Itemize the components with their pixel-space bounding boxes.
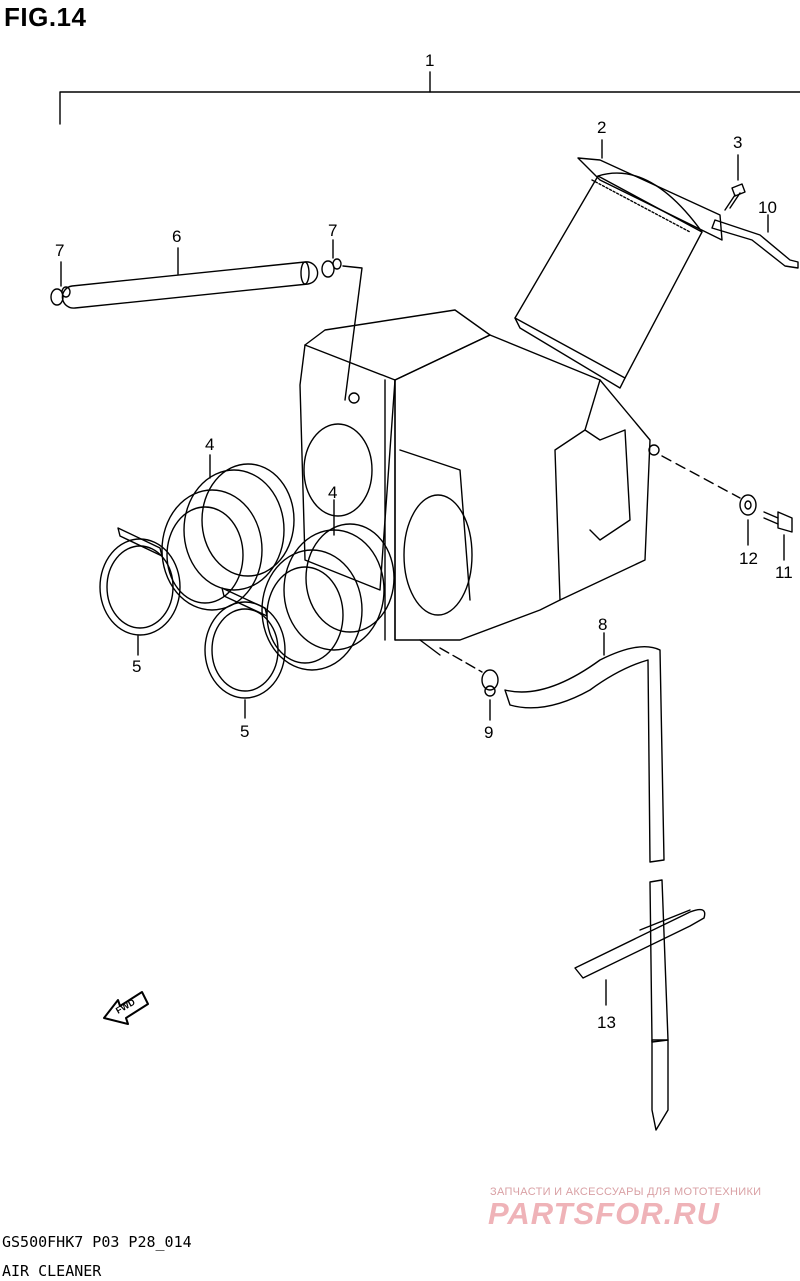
callout-4-front: 4: [328, 483, 337, 502]
figure-title: FIG.14: [4, 2, 87, 32]
callout-7-left: 7: [55, 241, 64, 260]
callout-13: 13: [597, 1013, 616, 1032]
part-3-screw: [724, 154, 746, 211]
part-7-clip-left: [50, 261, 71, 306]
callout-11: 11: [775, 563, 793, 582]
part-2-filter-element: [514, 139, 723, 389]
callout-3: 3: [733, 133, 742, 152]
part-5-clamp-rear: [99, 527, 181, 656]
assembly-bracket: [59, 71, 800, 125]
part-6-tube: [61, 247, 319, 309]
callout-9: 9: [484, 723, 493, 742]
section-name: AIR CLEANER: [2, 1262, 102, 1280]
callout-7-right: 7: [328, 221, 337, 240]
callout-5-front: 5: [240, 722, 249, 741]
callout-1: 1: [425, 51, 434, 70]
fwd-arrow-icon: FWD: [103, 991, 149, 1025]
callout-10: 10: [758, 198, 777, 217]
callout-12: 12: [739, 549, 758, 568]
callout-5-rear: 5: [132, 657, 141, 676]
callout-2: 2: [597, 118, 606, 137]
callout-8: 8: [598, 615, 607, 634]
part-4-boot-front: [261, 499, 395, 671]
part-12-washer: [739, 494, 757, 546]
callout-6: 6: [172, 227, 181, 246]
part-9-clip: [439, 647, 499, 721]
watermark-tagline: ЗАПЧАСТИ И АКСЕССУАРЫ ДЛЯ МОТОТЕХНИКИ: [490, 1186, 762, 1198]
callout-4-rear: 4: [205, 435, 214, 454]
watermark-logo: PARTSFOR.RU: [488, 1196, 721, 1231]
part-13-drain-holder: [574, 879, 706, 1131]
part-5-clamp-front: [204, 587, 286, 719]
part-11-bolt: [763, 511, 793, 561]
part-7-clip-right: [321, 239, 363, 401]
assembly-line: [661, 455, 741, 499]
model-code: GS500FHK7 P03 P28_014: [2, 1233, 192, 1251]
part-1-air-cleaner-case: [299, 309, 660, 656]
part-4-boot-rear: [161, 454, 295, 611]
part-8-drain-hose: [504, 632, 665, 863]
part-10-bracket: [711, 214, 799, 269]
